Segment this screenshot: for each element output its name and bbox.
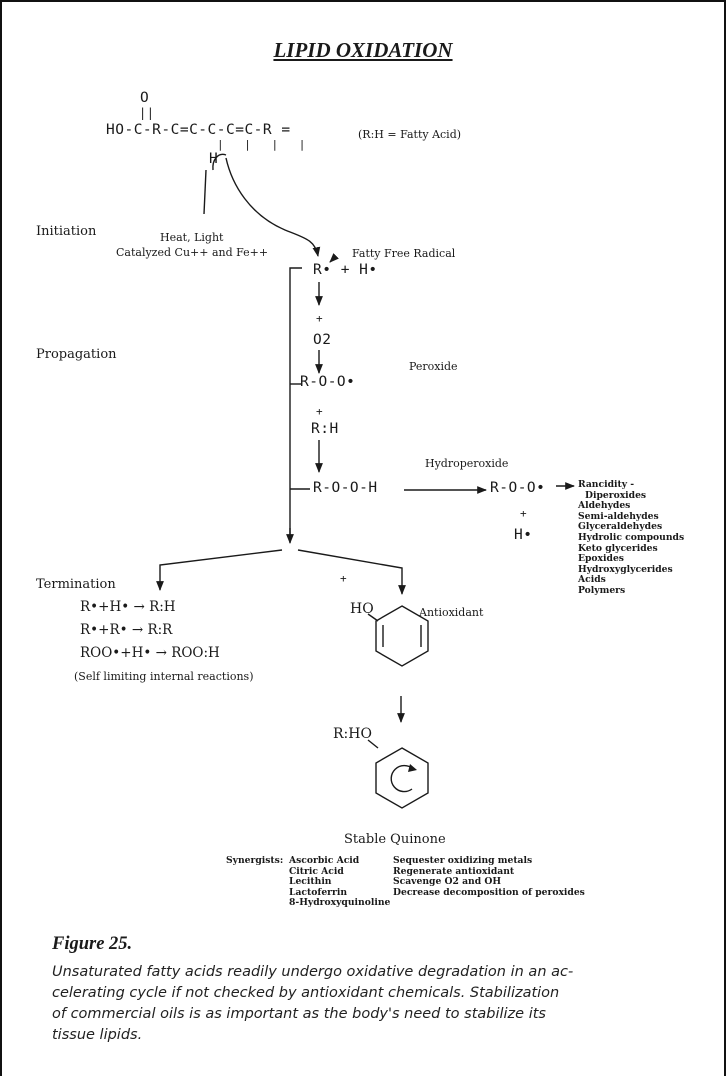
h-radical: H•	[514, 527, 533, 543]
caption-line: Unsaturated fatty acids readily undergo …	[52, 964, 574, 980]
free-radical-formula: R• + H•	[313, 262, 378, 278]
phenol-oh-bond	[367, 613, 379, 622]
breakdown-product: Acids	[578, 574, 606, 586]
rh-reactant: R:H	[311, 421, 339, 437]
hydroperoxide-label: Hydroperoxide	[425, 457, 509, 470]
stage-propagation: Propagation	[36, 347, 117, 362]
plus-oxygen: +	[316, 312, 324, 325]
figure-label: Figure 25.	[52, 934, 133, 954]
quinone-ring	[375, 747, 429, 809]
synergist-action: Scavenge O2 and OH	[393, 876, 502, 888]
chain-bond-ticks: | | | |	[217, 138, 313, 151]
synergist-compound: 8-Hydroxyquinoline	[289, 897, 391, 909]
plus-rh: +	[316, 405, 324, 418]
caption-line: of commercial oils is as important as th…	[52, 1006, 546, 1022]
quinone-inner-arc	[390, 764, 414, 793]
synergist-compounds: Ascorbic Acid Citric Acid Lecithin Lacto…	[289, 855, 391, 909]
synergist-action: Decrease decomposition of peroxides	[393, 886, 585, 898]
quinone-rho-bond	[367, 739, 379, 749]
abstracted-hydrogen: H	[209, 151, 219, 167]
stage-initiation: Initiation	[36, 224, 97, 239]
breakdown-product: Glyceraldehydes	[578, 521, 663, 533]
breakdown-product: Polymers	[578, 584, 626, 596]
breakdown-product: Keto glycerides	[578, 542, 658, 554]
caption-line: celerating cycle if not checked by antio…	[52, 985, 560, 1001]
synergist-compound: Lactoferrin	[289, 886, 348, 898]
catalyst-metals: Catalyzed Cu++ and Fe++	[116, 246, 269, 259]
plus-antioxidant: +	[340, 572, 348, 585]
termination-reaction: ROO•+H• → ROO:H	[80, 645, 220, 661]
figure-caption: Unsaturated fatty acids readily undergo …	[52, 962, 682, 1046]
breakdown-product: Aldehydes	[578, 500, 631, 512]
curved-initiation-arrow	[225, 157, 321, 257]
quinone-rho: R:HO	[333, 726, 372, 742]
breakdown-product: Semi-aldehydes	[578, 510, 659, 522]
caption-line: tissue lipids.	[52, 1027, 143, 1043]
antioxidant-ho: HO	[350, 601, 374, 617]
synergist-action: Sequester oxidizing metals	[393, 855, 533, 866]
fatty-acid-chain: HO-C-R-C=C-C-C=C-R =	[106, 122, 291, 138]
quinone-arc-arrowhead	[408, 764, 417, 772]
breakdown-product: Diperoxides	[585, 489, 647, 501]
stable-quinone-label: Stable Quinone	[344, 832, 446, 847]
breakdown-product: Hydroxyglycerides	[578, 563, 673, 575]
breakdown-product: Epoxides	[578, 553, 624, 565]
main-trunk	[289, 267, 302, 540]
fatty-acid-legend: (R:H = Fatty Acid)	[358, 128, 462, 141]
hydroperoxide-formula: R-O-O-H	[313, 480, 378, 496]
carbonyl-double-bond: ||	[139, 106, 155, 120]
breakdown-product: Hydrolic compounds	[578, 531, 685, 543]
breakdown-product: Rancidity -	[578, 479, 635, 490]
synergist-compound: Citric Acid	[289, 865, 344, 877]
breakdown-radical-formula: R-O-O•	[490, 480, 546, 496]
radical-pointer	[329, 252, 340, 263]
catalyst-heat-light: Heat, Light	[160, 231, 224, 244]
termination-note: (Self limiting internal reactions)	[74, 670, 254, 683]
termination-reaction: R•+H• → R:H	[80, 599, 176, 615]
peroxide-formula: R-O-O•	[300, 374, 356, 390]
synergist-compound: Lecithin	[289, 876, 332, 888]
phenol-ring	[375, 605, 429, 667]
synergist-compound: Ascorbic Acid	[289, 855, 360, 866]
plus-h-radical: +	[520, 507, 528, 520]
peroxide-label: Peroxide	[409, 360, 458, 373]
free-radical-label: Fatty Free Radical	[352, 247, 456, 260]
antioxidant-branch-arrow	[297, 549, 406, 595]
termination-branch-arrow	[156, 549, 283, 591]
carbonyl-oxygen: O	[140, 90, 150, 106]
synergist-action: Regenerate antioxidant	[393, 865, 515, 877]
hydrogen-abstraction-arc	[212, 153, 227, 171]
breakdown-products-list: Rancidity - Diperoxides Aldehydes Semi-a…	[578, 479, 685, 597]
synergists-label: Synergists:	[226, 855, 284, 866]
termination-reaction: R•+R• → R:R	[80, 622, 173, 638]
stage-termination: Termination	[36, 577, 116, 592]
diagram-title: LIPID OXIDATION	[273, 38, 453, 62]
synergist-actions: Sequester oxidizing metals Regenerate an…	[393, 855, 585, 898]
antioxidant-label: Antioxidant	[419, 606, 484, 619]
oxygen: O2	[313, 332, 332, 348]
catalyst-line	[203, 169, 207, 215]
